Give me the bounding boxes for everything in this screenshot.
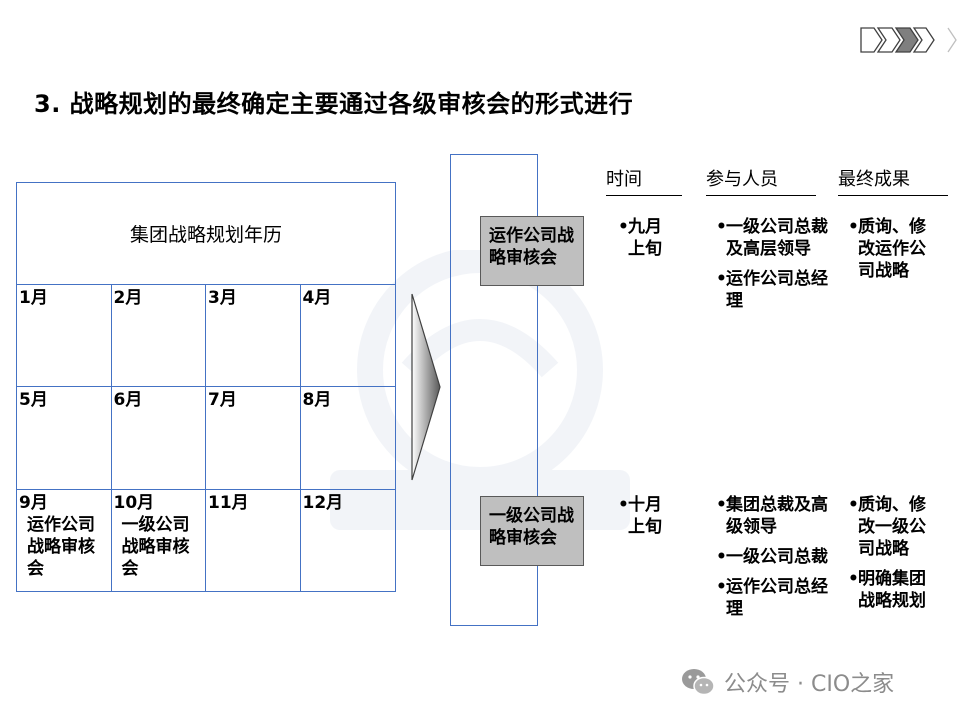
list-item: •一级公司总裁及高层领导 (716, 217, 828, 259)
calendar-cell: 6月 (111, 387, 206, 490)
meeting-time: •九月上旬 (618, 216, 678, 268)
month-label: 11月 (208, 492, 249, 513)
right-arrow-icon (411, 293, 441, 481)
list-item: •一级公司总裁 (716, 547, 828, 567)
footer-watermark: 公众号 · CIO之家 (680, 666, 894, 698)
review-meeting-box: 运作公司战略审核会 (480, 216, 584, 286)
calendar-cell: 7月 (206, 387, 301, 490)
meeting-results: •质询、修改一级公司战略 •明确集团战略规划 (848, 494, 940, 620)
month-label: 6月 (113, 390, 143, 411)
meeting-participants: •一级公司总裁及高层领导 •运作公司总经理 (716, 216, 828, 320)
chevron-icon-active (894, 27, 919, 53)
month-label: 8月 (302, 390, 332, 411)
month-label: 4月 (302, 288, 332, 308)
chevron-icon (912, 27, 935, 53)
column-header-participants: 参与人员 (706, 165, 816, 196)
calendar-grid: 1月 2月 3月 4月 5月 6月 7月 8月 9月 运作公司战略审核会 10月… (17, 285, 395, 592)
month-label: 5月 (19, 390, 48, 411)
calendar-cell: 5月 (17, 387, 112, 490)
column-header-result: 最终成果 (838, 165, 948, 196)
calendar-cell: 4月 (300, 285, 395, 388)
month-label: 10月 (113, 492, 155, 513)
strategy-calendar: 集团战略规划年历 1月 2月 3月 4月 5月 6月 7月 8月 9月 运作公司… (16, 182, 396, 592)
list-item: •明确集团战略规划 (848, 569, 926, 611)
review-meeting-box: 一级公司战略审核会 (480, 496, 584, 566)
month-label: 1月 (19, 288, 48, 308)
list-item: •运作公司总经理 (716, 269, 828, 311)
calendar-event: 运作公司战略审核会 (27, 514, 95, 579)
footer-text: 公众号 · CIO之家 (724, 672, 895, 697)
meeting-time: •十月上旬 (618, 494, 678, 546)
month-label: 2月 (113, 288, 143, 308)
calendar-cell: 1月 (17, 285, 112, 388)
calendar-event: 一级公司战略审核会 (121, 514, 190, 579)
list-item: •质询、修改运作公司战略 (848, 217, 926, 281)
calendar-header: 集团战略规划年历 (17, 183, 395, 285)
calendar-cell: 10月 一级公司战略审核会 (112, 489, 206, 592)
chevron-icon (860, 27, 883, 53)
chevron-icon (947, 27, 957, 53)
calendar-cell: 2月 (111, 285, 206, 388)
month-label: 12月 (302, 492, 344, 513)
wechat-icon (682, 669, 715, 696)
committee-panel (450, 154, 538, 626)
calendar-cell: 3月 (206, 285, 301, 388)
chevron-icon (876, 27, 901, 53)
calendar-cell: 12月 (301, 490, 396, 592)
meeting-participants: •集团总裁及高级领导 •一级公司总裁 •运作公司总经理 (716, 494, 828, 628)
progress-chevrons (860, 27, 957, 53)
list-item: •集团总裁及高级领导 (716, 495, 828, 537)
calendar-cell: 9月 运作公司战略审核会 (17, 489, 112, 592)
slide-title: 3. 战略规划的最终确定主要通过各级审核会的形式进行 (34, 90, 634, 118)
list-item: •质询、修改一级公司战略 (848, 495, 926, 559)
month-label: 3月 (208, 288, 237, 308)
month-label: 9月 (19, 492, 48, 513)
meeting-results: •质询、修改运作公司战略 (848, 216, 940, 290)
calendar-cell: 8月 (300, 387, 395, 490)
list-item: •十月上旬 (618, 495, 662, 537)
list-item: •运作公司总经理 (716, 577, 828, 619)
calendar-cell: 11月 (206, 489, 301, 592)
column-header-time: 时间 (606, 165, 682, 196)
month-label: 7月 (208, 390, 237, 411)
list-item: •九月上旬 (618, 217, 662, 259)
